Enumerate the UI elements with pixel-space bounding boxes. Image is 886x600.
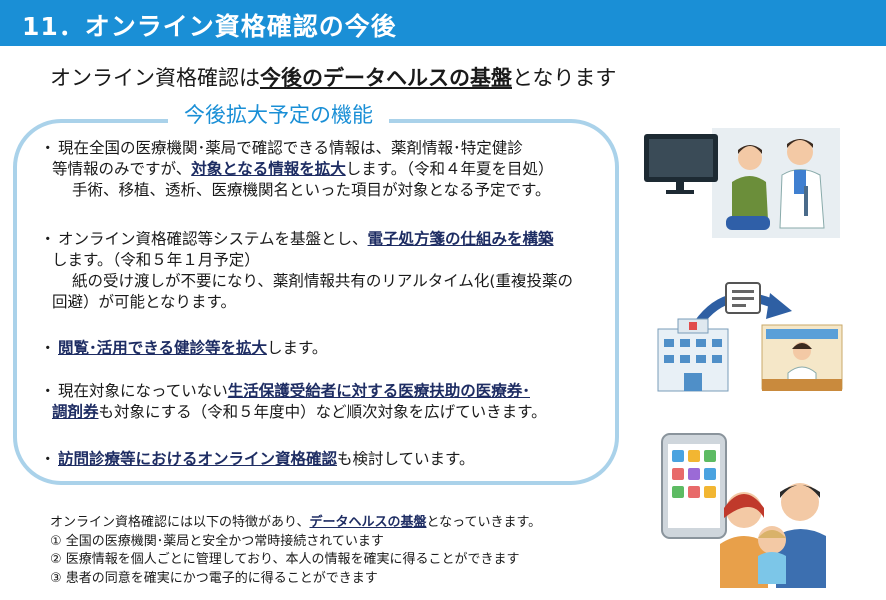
bullet-dot: ・: [40, 339, 56, 357]
features-highlight: データヘルスの基盤: [309, 515, 427, 530]
hospital-to-pharmacy-icon: [657, 282, 843, 392]
bullet-text: します。: [266, 339, 328, 357]
bullet-text: 現在全国の医療機関･薬局で確認できる情報は、薬剤情報･特定健診: [58, 139, 523, 157]
features-intro: となっていきます。: [426, 515, 542, 530]
bullet-text: します。（令和５年１月予定）: [52, 251, 260, 269]
feature-item: ③ 患者の同意を確実にかつ電子的に得ることができます: [50, 570, 378, 586]
subtitle: オンライン資格確認は今後のデータヘルスの基盤となります: [50, 62, 616, 92]
smartphone-family-icon: [661, 433, 826, 588]
bullet-dot: ・: [40, 450, 56, 468]
bullet-highlight: 訪問診療等におけるオンライン資格確認: [58, 450, 338, 468]
bullet-highlight: 生活保護受給者に対する医療扶助の医療券･: [227, 382, 530, 400]
bullet-text: 等情報のみですが、: [52, 160, 192, 178]
bullet-text: します。（令和４年夏を目処）: [345, 160, 554, 178]
header-bar: 11．オンライン資格確認の今後: [0, 0, 886, 46]
bullet-text: 現在対象になっていない: [58, 382, 228, 400]
bullet-text: 紙の受け渡しが不要になり、薬剤情報共有のリアルタイム化(重複投薬の: [72, 272, 573, 290]
bullet-text: オンライン資格確認等システムを基盤とし、: [58, 230, 368, 248]
doctor-consultation-icon: [644, 128, 840, 238]
bullet-highlight: 対象となる情報を拡大: [191, 160, 346, 178]
bullet-item: ・現在全国の医療機関･薬局で確認できる情報は、薬剤情報･特定健診 等情報のみです…: [40, 138, 600, 201]
bullet-dot: ・: [40, 139, 56, 157]
bullet-item: ・現在対象になっていない生活保護受給者に対する医療扶助の医療券･ 調剤券も対象に…: [40, 381, 600, 423]
bullet-highlight: 閲覧･活用できる健診等を拡大: [58, 339, 267, 357]
features-intro: オンライン資格確認には以下の特徴があり、: [50, 515, 310, 530]
subtitle-emphasis: 今後のデータヘルスの基盤: [260, 66, 512, 90]
bullet-dot: ・: [40, 230, 56, 248]
bullet-item: ・訪問診療等におけるオンライン資格確認も検討しています。: [40, 449, 600, 470]
bullet-text: も検討しています。: [337, 450, 475, 468]
bullet-text: も対象にする（令和５年度中）など順次対象を広げていきます。: [98, 403, 547, 421]
subtitle-suffix: となります: [512, 66, 617, 90]
page-title: 11．オンライン資格確認の今後: [22, 12, 397, 41]
bullet-dot: ・: [40, 382, 56, 400]
bullet-highlight: 調剤券: [52, 403, 99, 421]
subtitle-prefix: オンライン資格確認は: [50, 66, 260, 90]
bullet-text: 回避）が可能となります。: [52, 293, 236, 311]
bullet-item: ・閲覧･活用できる健診等を拡大します。: [40, 338, 600, 359]
panel-label: 今後拡大予定の機能: [168, 99, 389, 129]
feature-item: ① 全国の医療機関･薬局と安全かつ常時接続されています: [50, 533, 384, 549]
feature-item: ② 医療情報を個人ごとに管理しており、本人の情報を確実に得ることができます: [50, 552, 520, 567]
features-list: オンライン資格確認には以下の特徴があり、データヘルスの基盤となっていきます。 ①…: [50, 514, 650, 588]
bullet-item: ・オンライン資格確認等システムを基盤とし、電子処方箋の仕組みを構築 します。（令…: [40, 229, 600, 313]
bullet-text: 手術、移植、透析、医療機関名といった項目が対象となる予定です。: [72, 181, 551, 199]
bullet-highlight: 電子処方箋の仕組みを構築: [367, 230, 554, 248]
